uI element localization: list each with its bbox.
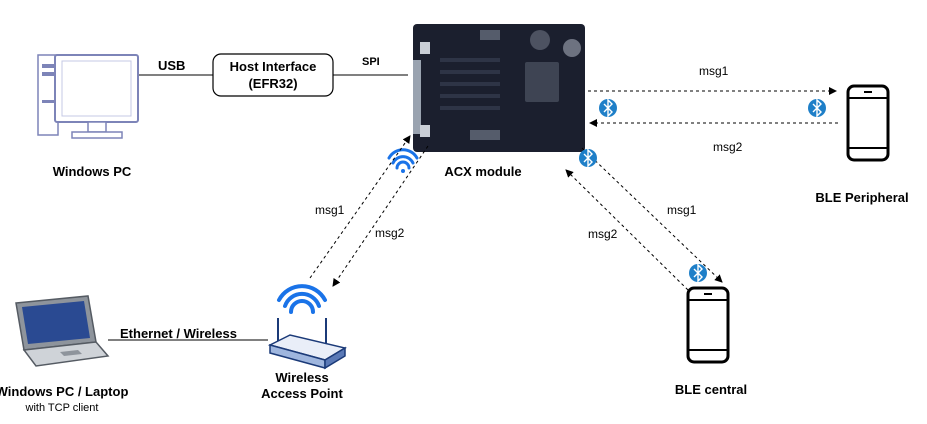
ap-msg2-label: msg2 xyxy=(375,226,405,240)
wireless-ap-sublabel: Access Point xyxy=(261,386,343,401)
central-msg2-arrow xyxy=(565,169,689,291)
bluetooth-icon xyxy=(689,263,707,283)
central-msg2-label: msg2 xyxy=(588,227,618,241)
host-interface-sublabel: (EFR32) xyxy=(248,76,298,91)
peripheral-msg1-label: msg1 xyxy=(699,64,729,78)
ble-central-phone-icon xyxy=(686,286,730,364)
bluetooth-icon xyxy=(579,148,597,168)
ap-msg1-arrow xyxy=(309,135,411,279)
windows-pc-icon xyxy=(37,54,139,139)
bluetooth-icon xyxy=(599,98,617,118)
wireless-access-point-icon xyxy=(267,284,347,370)
acx-module-board xyxy=(413,24,585,152)
ethernet-label: Ethernet / Wireless xyxy=(120,326,237,341)
wireless-ap-label: Wireless xyxy=(275,370,329,385)
spi-label: SPI xyxy=(362,56,380,68)
windows-pc-label: Windows PC xyxy=(52,164,132,179)
bluetooth-icon xyxy=(808,98,826,118)
central-msg1-arrow xyxy=(581,147,723,283)
ble-central-label: BLE central xyxy=(674,382,748,397)
ble-peripheral-phone-icon xyxy=(846,84,890,162)
acx-module-label: ACX module xyxy=(444,164,522,179)
acx-wifi-icon xyxy=(387,148,419,173)
central-msg1-label: msg1 xyxy=(667,203,697,217)
laptop-sublabel: with TCP client xyxy=(25,402,99,414)
laptop-icon xyxy=(15,295,110,367)
ap-msg1-label: msg1 xyxy=(315,203,345,217)
peripheral-msg2-label: msg2 xyxy=(713,140,743,154)
usb-label: USB xyxy=(158,58,186,73)
laptop-label: Windows PC / Laptop xyxy=(0,384,129,399)
ble-peripheral-label: BLE Peripheral xyxy=(815,190,909,205)
host-interface-label: Host Interface xyxy=(229,59,317,74)
ap-msg2-arrow xyxy=(332,145,429,287)
